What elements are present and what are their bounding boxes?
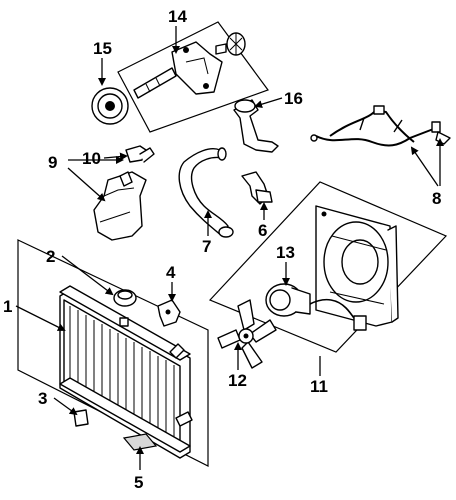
radiator [59,285,193,459]
reservoir-cap [125,145,155,163]
radiator-hose [178,147,234,238]
callout-15: 15 [93,39,112,58]
water-pump-shaft [133,67,177,99]
radiator-group-frame [17,239,209,467]
radiator-cap [113,289,137,307]
fan-motor [265,283,367,331]
fan-wire-harness [310,105,451,147]
callout-3: 3 [38,389,47,408]
fan-shroud [315,205,399,327]
water-pump-impeller [215,32,246,56]
callout-9: 9 [48,153,57,172]
callout-7: 7 [202,237,211,256]
callout-14: 14 [168,7,187,26]
callout-labels: 14 15 16 10 9 8 7 6 2 13 4 1 12 11 3 5 [3,7,441,492]
drain-plug [73,409,89,427]
leader-lines [15,26,444,470]
callout-1: 1 [3,297,12,316]
callout-13: 13 [276,243,295,262]
water-pump-pulley [91,87,129,125]
water-outlet-pipe [233,99,279,153]
water-pump-group-frame [117,21,269,133]
radiator-core [69,306,175,446]
callout-4: 4 [166,263,176,282]
water-pump-group [91,21,269,133]
callout-12: 12 [228,371,247,390]
lower-insulator [122,433,158,451]
water-pump-body [171,41,223,95]
fan-blade [217,299,277,369]
radiator-bracket [157,299,181,327]
callout-8: 8 [432,189,441,208]
callout-16: 16 [284,89,303,108]
callout-10: 10 [82,149,101,168]
callout-2: 2 [46,247,55,266]
fan-group-frame [208,181,448,353]
callout-6: 6 [258,221,267,240]
bypass-hose [241,171,273,205]
callout-5: 5 [134,473,143,492]
coolant-reservoir [93,171,147,241]
callout-11: 11 [310,377,328,396]
